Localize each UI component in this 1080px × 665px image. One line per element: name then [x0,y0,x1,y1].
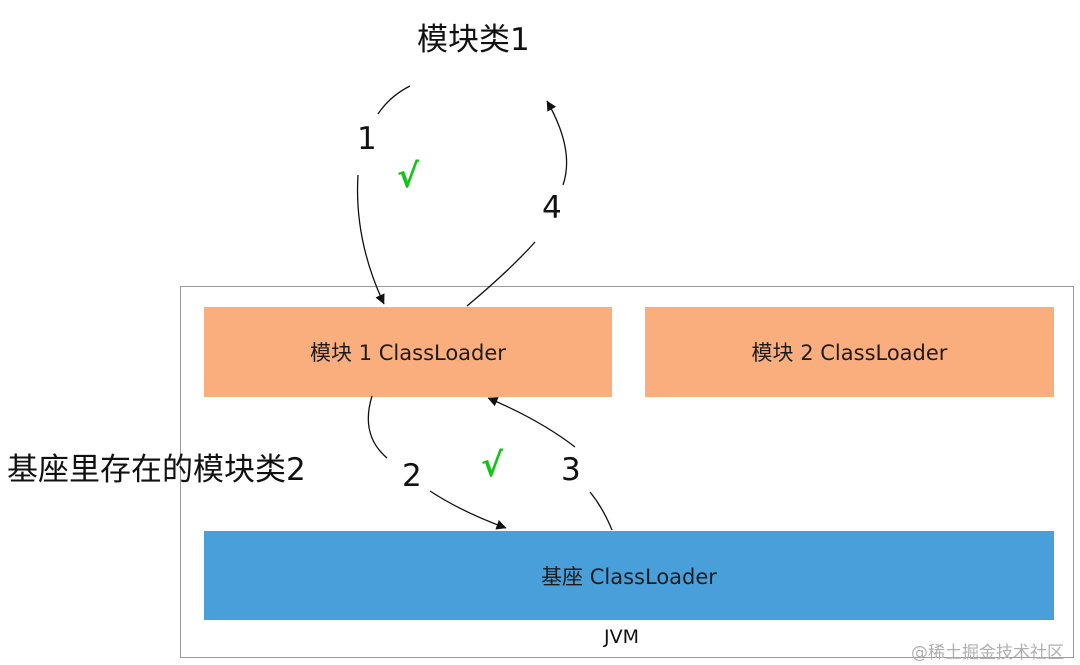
module-class-2-label: 基座里存在的模块类2 [7,452,306,488]
step-4-label: 4 [542,190,562,226]
arrow-step-4 [466,241,536,307]
arrow-step-1 [377,85,411,115]
arrow-step-2-lower [429,490,507,530]
base-classloader-label: 基座 ClassLoader [541,564,717,589]
jvm-label: JVM [604,626,639,648]
check-mark-step-1: √ [397,156,420,195]
step-3-label: 3 [561,452,581,488]
arrow-step-2 [367,395,388,459]
module1-classloader-box: 模块 1 ClassLoader [204,307,612,397]
check-mark-step-2: √ [481,445,504,484]
module2-classloader-label: 模块 2 ClassLoader [751,341,948,365]
module1-classloader-label: 模块 1 ClassLoader [310,341,506,365]
base-classloader-box: 基座 ClassLoader [204,531,1054,620]
arrow-step-3-lower [589,491,613,531]
arrow-step-3 [487,397,576,448]
jvm-container [180,286,1074,658]
module2-classloader-box: 模块 2 ClassLoader [645,307,1054,397]
step-1-label: 1 [357,121,377,157]
step-2-label: 2 [402,458,422,494]
arrow-step-4-upper [546,100,568,186]
module-class-1-label: 模块类1 [417,22,530,58]
watermark: @稀土掘金技术社区 [911,643,1064,663]
arrow-step-1-lower [356,174,385,305]
